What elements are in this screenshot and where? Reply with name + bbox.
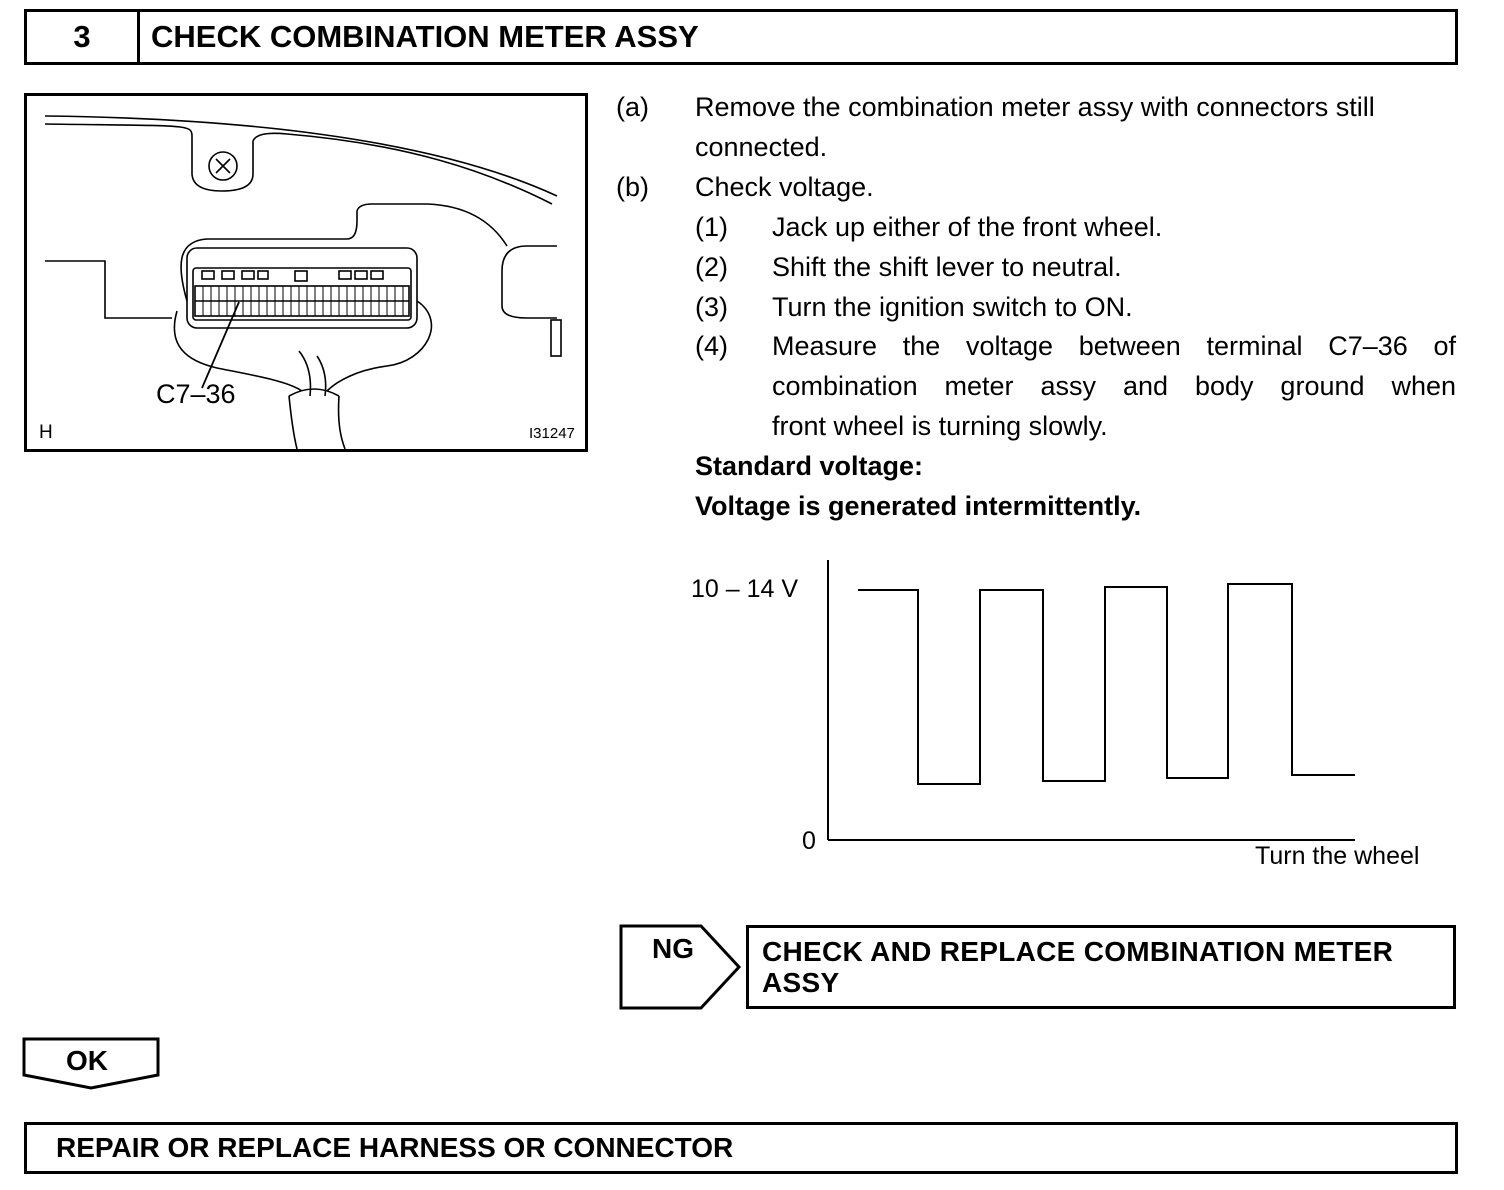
figure-code: I31247	[529, 425, 575, 442]
sub-step-1-text: Jack up either of the front wheel.	[772, 212, 1163, 242]
step-number: 3	[27, 12, 140, 62]
terminal-label: C7–36	[156, 379, 236, 409]
sub-step-2-text: Shift the shift lever to neutral.	[772, 252, 1122, 282]
step-b-mark: (b)	[616, 172, 649, 202]
sub-step-4-line-2: combination meter assy and body ground w…	[772, 371, 1456, 401]
step-header: 3 CHECK COMBINATION METER ASSY	[24, 9, 1458, 65]
pulse-signal	[858, 583, 1355, 785]
ng-result-box: CHECK AND REPLACE COMBINATION METER ASSY	[746, 925, 1456, 1009]
sub-step-3-mark: (3)	[695, 292, 728, 322]
step-a-line-2: connected.	[695, 132, 828, 162]
sub-step-2-mark: (2)	[695, 252, 728, 282]
connector-illustration: C7–36 H I31247	[24, 93, 588, 452]
figure-corner-letter: H	[39, 422, 53, 443]
step-title: CHECK COMBINATION METER ASSY	[151, 19, 699, 54]
ok-label: OK	[66, 1045, 108, 1076]
final-result-box: REPAIR OR REPLACE HARNESS OR CONNECTOR	[24, 1122, 1458, 1174]
ok-arrow-box	[22, 1037, 160, 1090]
x-axis-caption: Turn the wheel	[1255, 842, 1420, 870]
ng-arrow-box	[619, 924, 742, 1010]
sub-step-3-text: Turn the ignition switch to ON.	[772, 292, 1133, 322]
sub-step-4-line-3: front wheel is turning slowly.	[772, 411, 1108, 441]
ng-label: NG	[652, 933, 694, 964]
step-a-line-1: Remove the combination meter assy with c…	[695, 92, 1375, 122]
standard-voltage-label: Standard voltage:	[695, 451, 924, 481]
ng-result-text: CHECK AND REPLACE COMBINATION METER ASSY	[762, 936, 1394, 998]
connector-drawing	[44, 115, 562, 449]
voltage-waveform	[827, 560, 1355, 841]
step-a-mark: (a)	[616, 92, 649, 122]
y-high-label: 10 – 14 V	[691, 575, 799, 603]
standard-voltage-value: Voltage is generated intermittently.	[695, 491, 1142, 521]
y-zero-label: 0	[802, 827, 816, 855]
sub-step-4-mark: (4)	[695, 331, 728, 361]
sub-step-4-line-1: Measure the voltage between terminal C7–…	[772, 331, 1456, 361]
final-result-text: REPAIR OR REPLACE HARNESS OR CONNECTOR	[56, 1132, 734, 1163]
sub-step-1-mark: (1)	[695, 212, 728, 242]
step-b-text: Check voltage.	[695, 172, 874, 202]
